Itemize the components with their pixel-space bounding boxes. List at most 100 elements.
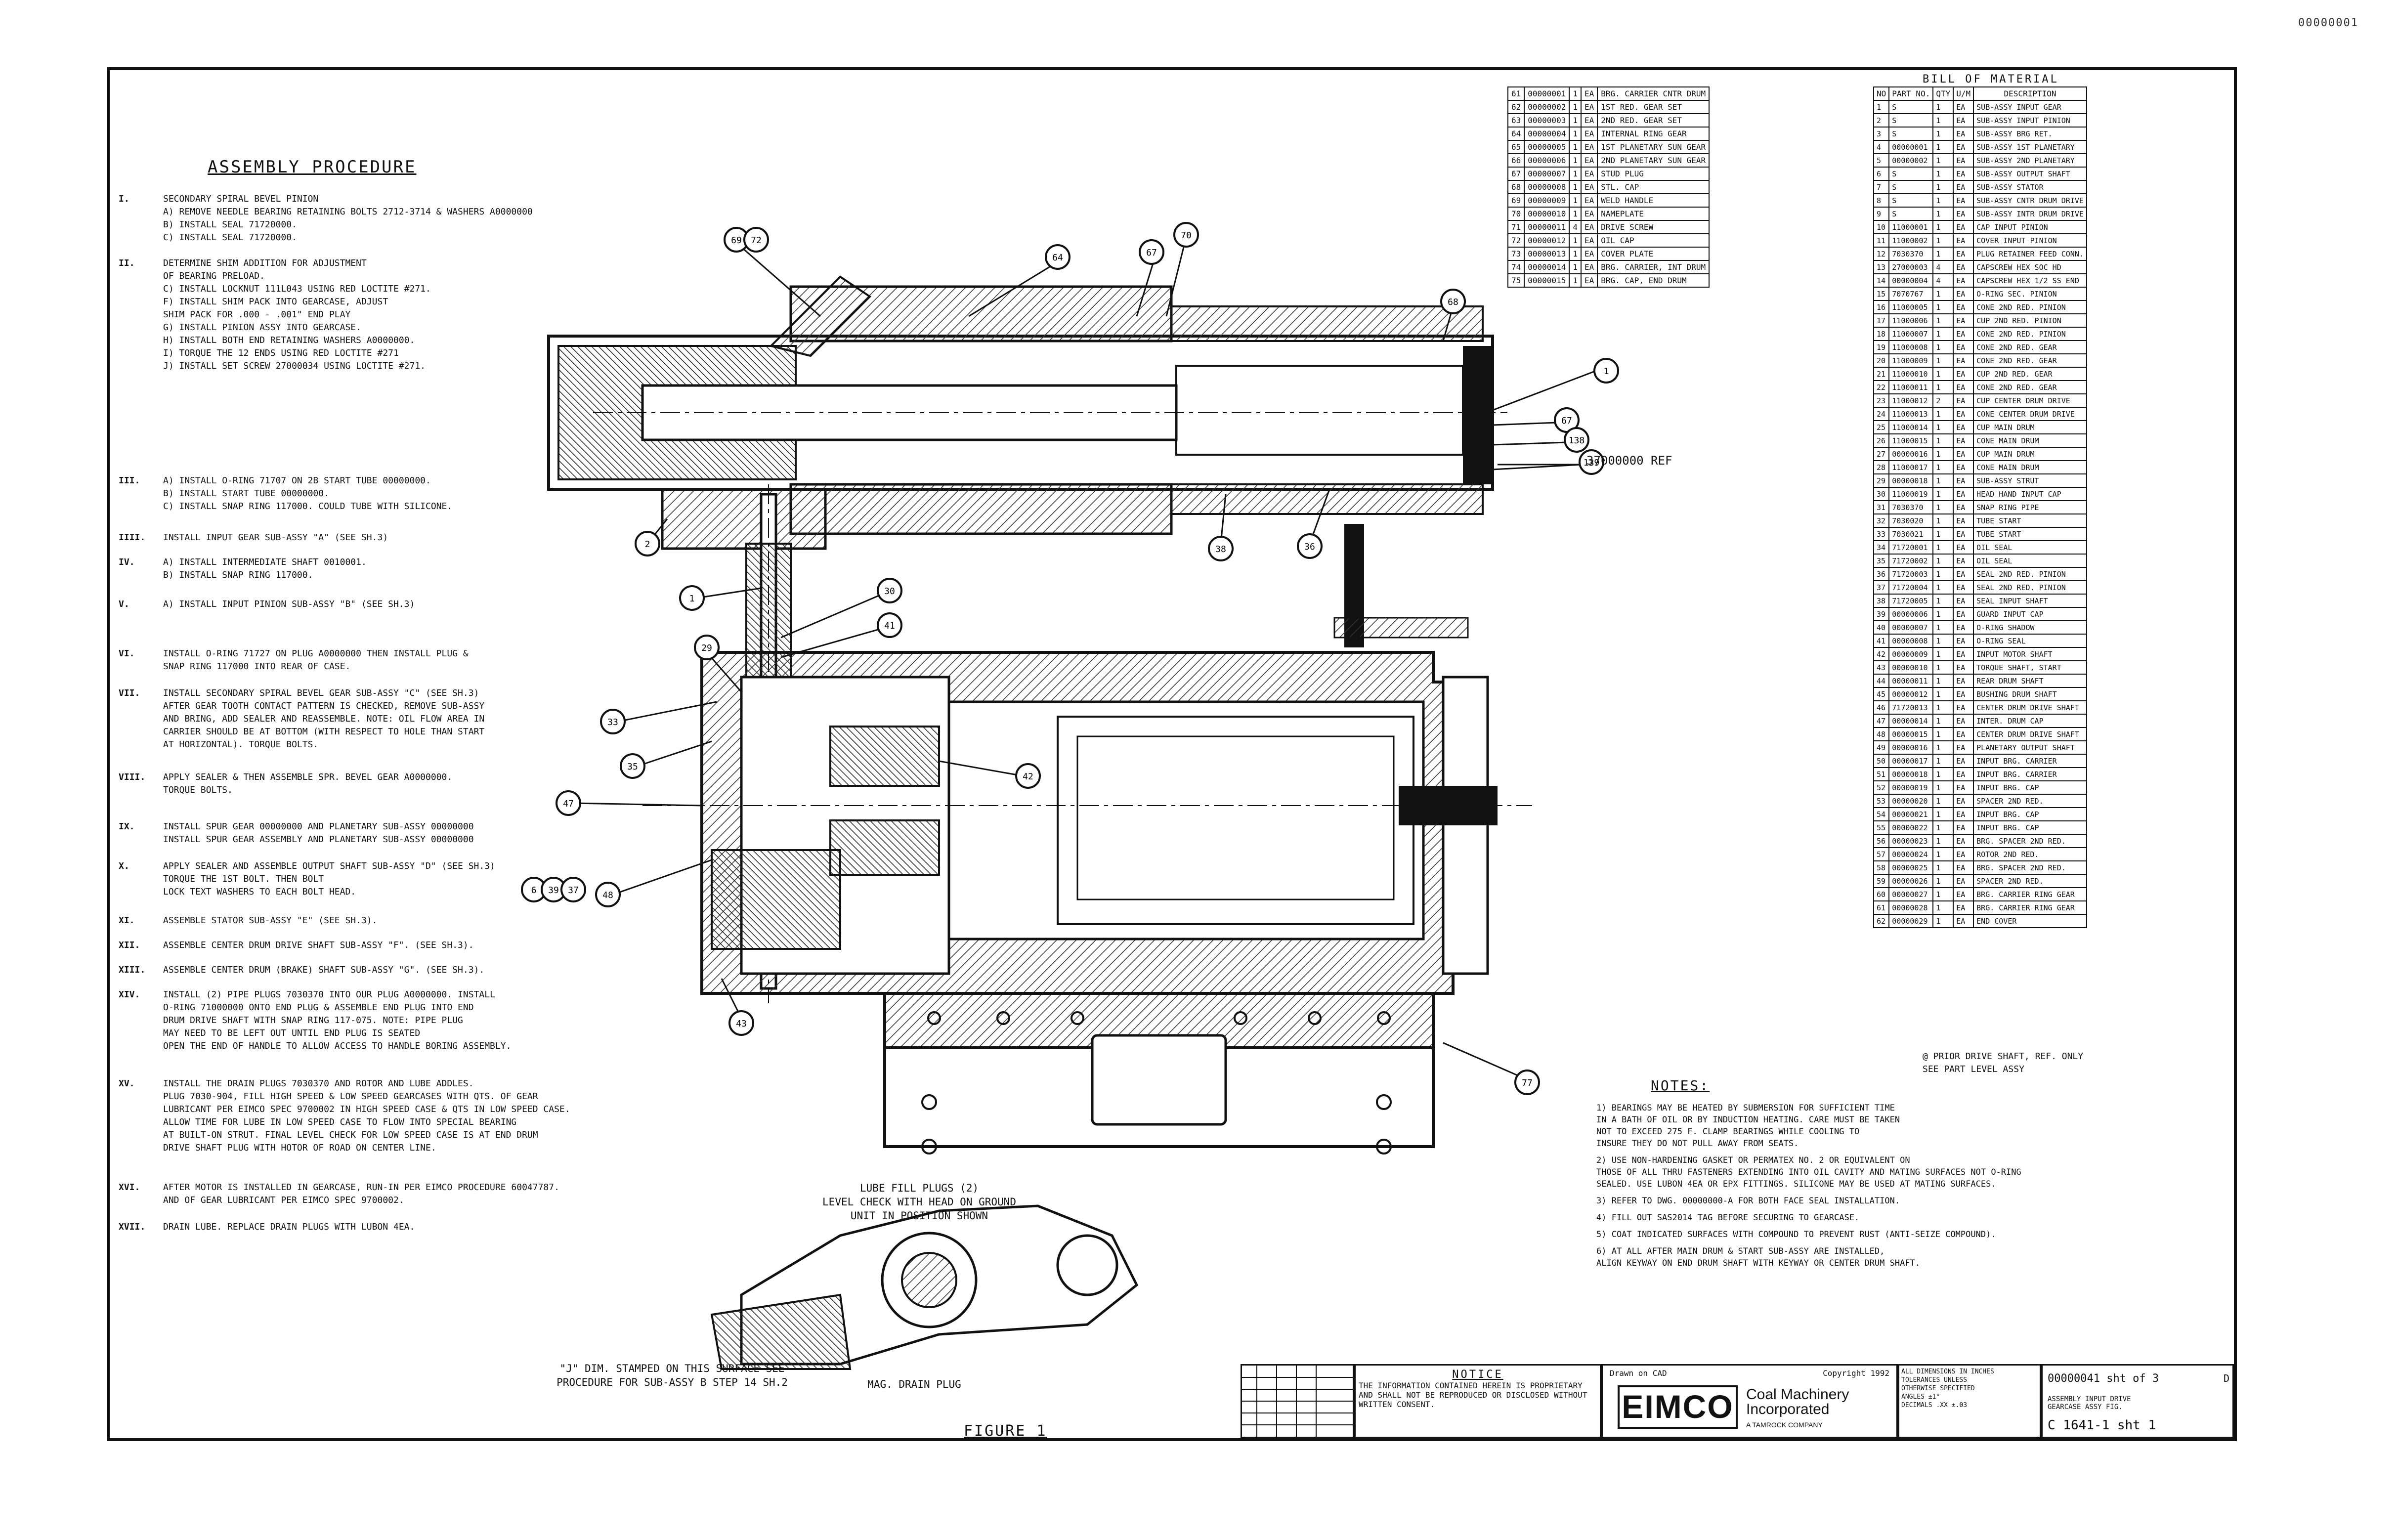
company-logo: EIMCO bbox=[1618, 1385, 1738, 1429]
bom-cell: 1 bbox=[1569, 233, 1582, 248]
procedure-step: I.SECONDARY SPIRAL BEVEL PINION A) REMOV… bbox=[119, 193, 741, 244]
bom-cell: 1 bbox=[1932, 380, 1954, 394]
bom-cell: 64 bbox=[1507, 127, 1525, 141]
bom-cell: EA bbox=[1953, 220, 1974, 234]
bom-cell: HEAD HAND INPUT CAP bbox=[1973, 487, 2087, 501]
bom-cell: 34 bbox=[1873, 540, 1890, 555]
procedure-step-text: SECONDARY SPIRAL BEVEL PINION A) REMOVE … bbox=[163, 193, 731, 244]
callout-bubble bbox=[560, 877, 586, 902]
bom-cell: 1 bbox=[1569, 273, 1582, 288]
bom-cell: CONE 2ND RED. PINION bbox=[1973, 327, 2087, 341]
bom-cell: BRG. CARRIER RING GEAR bbox=[1973, 887, 2087, 901]
callout-bubble bbox=[1440, 289, 1466, 314]
bom-cell: EA bbox=[1953, 860, 1974, 875]
bom-cell: 48 bbox=[1873, 727, 1890, 741]
bom-cell: EA bbox=[1953, 500, 1974, 514]
bom-cell: 1 bbox=[1932, 594, 1954, 608]
bom-cell: EA bbox=[1953, 540, 1974, 555]
bom-cell: EA bbox=[1580, 207, 1598, 221]
callout-number: 33 bbox=[607, 717, 618, 727]
procedure-step-number: IX. bbox=[119, 821, 135, 832]
notes-list: 1) BEARINGS MAY BE HEATED BY SUBMERSION … bbox=[1596, 1102, 2229, 1274]
callout-bubble bbox=[1564, 427, 1589, 453]
bom-cell: CUP 2ND RED. GEAR bbox=[1973, 367, 2087, 381]
bom-cell: 31 bbox=[1873, 500, 1890, 514]
bom-cell: EA bbox=[1953, 620, 1974, 635]
bom-cell: S bbox=[1888, 207, 1934, 221]
bom-cell: S bbox=[1888, 193, 1934, 208]
sheet-size: D bbox=[2223, 1372, 2229, 1384]
callout-bubble bbox=[1514, 1069, 1540, 1095]
bom-cell: 00000010 bbox=[1888, 660, 1934, 675]
bom-cell: O-RING SHADOW bbox=[1973, 620, 2087, 635]
bom-cell: 11000013 bbox=[1888, 407, 1934, 421]
bom-cell: CONE 2ND RED. GEAR bbox=[1973, 340, 2087, 354]
bom-cell: 11000019 bbox=[1888, 487, 1934, 501]
bom-cell: 00000002 bbox=[1888, 153, 1934, 168]
bom-cell: 1 bbox=[1932, 407, 1954, 421]
bom-cell: 54 bbox=[1873, 807, 1890, 821]
bom-cell: 61 bbox=[1507, 86, 1525, 101]
bom-cell: 11000001 bbox=[1888, 220, 1934, 234]
bom-cell: CONE CENTER DRUM DRIVE bbox=[1973, 407, 2087, 421]
bom-cell: EA bbox=[1953, 113, 1974, 128]
bom-cell: 1 bbox=[1932, 527, 1954, 541]
lube-fill-annotation: LUBE FILL PLUGS (2) LEVEL CHECK WITH HEA… bbox=[822, 1182, 1016, 1222]
bom-cell: EA bbox=[1953, 140, 1974, 154]
bom-cell: EA bbox=[1953, 527, 1974, 541]
bom-cell: BRG. CARRIER RING GEAR bbox=[1973, 900, 2087, 915]
procedure-step: X.APPLY SEALER AND ASSEMBLE OUTPUT SHAFT… bbox=[119, 860, 741, 898]
bom-cell: REAR DRUM SHAFT bbox=[1973, 674, 2087, 688]
bom-cell: 4 bbox=[1873, 140, 1890, 154]
bom-cell: 71720001 bbox=[1888, 540, 1934, 555]
bom-cell: EA bbox=[1953, 754, 1974, 768]
company-sub: A TAMROCK COMPANY bbox=[1746, 1421, 1823, 1429]
bom-cell: SUB-ASSY CNTR DRUM DRIVE bbox=[1973, 193, 2087, 208]
bom-cell: 11000009 bbox=[1888, 353, 1934, 368]
bom-cell: PLUG RETAINER FEED CONN. bbox=[1973, 247, 2087, 261]
bom-cell: 47 bbox=[1873, 714, 1890, 728]
bom-cell: 1 bbox=[1932, 740, 1954, 755]
bom-cell: EA bbox=[1953, 247, 1974, 261]
bom-cell: 2 bbox=[1932, 393, 1954, 408]
bom-cell: 00000004 bbox=[1888, 273, 1934, 288]
bom-cell: 75 bbox=[1507, 273, 1525, 288]
bom-cell: INPUT BRG. CAP bbox=[1973, 820, 2087, 835]
callout-bubble bbox=[694, 635, 720, 660]
bom-header-cell: NO bbox=[1873, 86, 1890, 101]
procedure-step-number: XVII. bbox=[119, 1222, 146, 1232]
bom-cell: 1 bbox=[1932, 634, 1954, 648]
drawing-code: C 1641-1 sht 1 bbox=[2048, 1418, 2156, 1433]
bom-cell: 30 bbox=[1873, 487, 1890, 501]
bom-cell: 27 bbox=[1873, 447, 1890, 461]
bom-cell: S bbox=[1888, 113, 1934, 128]
bom-cell: EA bbox=[1953, 767, 1974, 781]
bom-cell: 00000015 bbox=[1524, 273, 1570, 288]
bom-cell: EA bbox=[1580, 247, 1598, 261]
bom-cell: EA bbox=[1953, 727, 1974, 741]
bom-cell: 71720005 bbox=[1888, 594, 1934, 608]
bom-cell: EA bbox=[1580, 140, 1598, 154]
bom-cell: SUB-ASSY 2ND PLANETARY bbox=[1973, 153, 2087, 168]
bom-cell: 1 bbox=[1932, 607, 1954, 621]
bom-cell: 36 bbox=[1873, 567, 1890, 581]
bom-cell: DRIVE SCREW bbox=[1597, 220, 1710, 234]
bom-header-cell: QTY bbox=[1932, 86, 1954, 101]
bom-cell: SUB-ASSY INPUT PINION bbox=[1973, 113, 2087, 128]
procedure-step: VI.INSTALL O-RING 71727 ON PLUG A0000000… bbox=[119, 647, 741, 673]
reference-label: 37000000 REF bbox=[1586, 454, 1672, 468]
